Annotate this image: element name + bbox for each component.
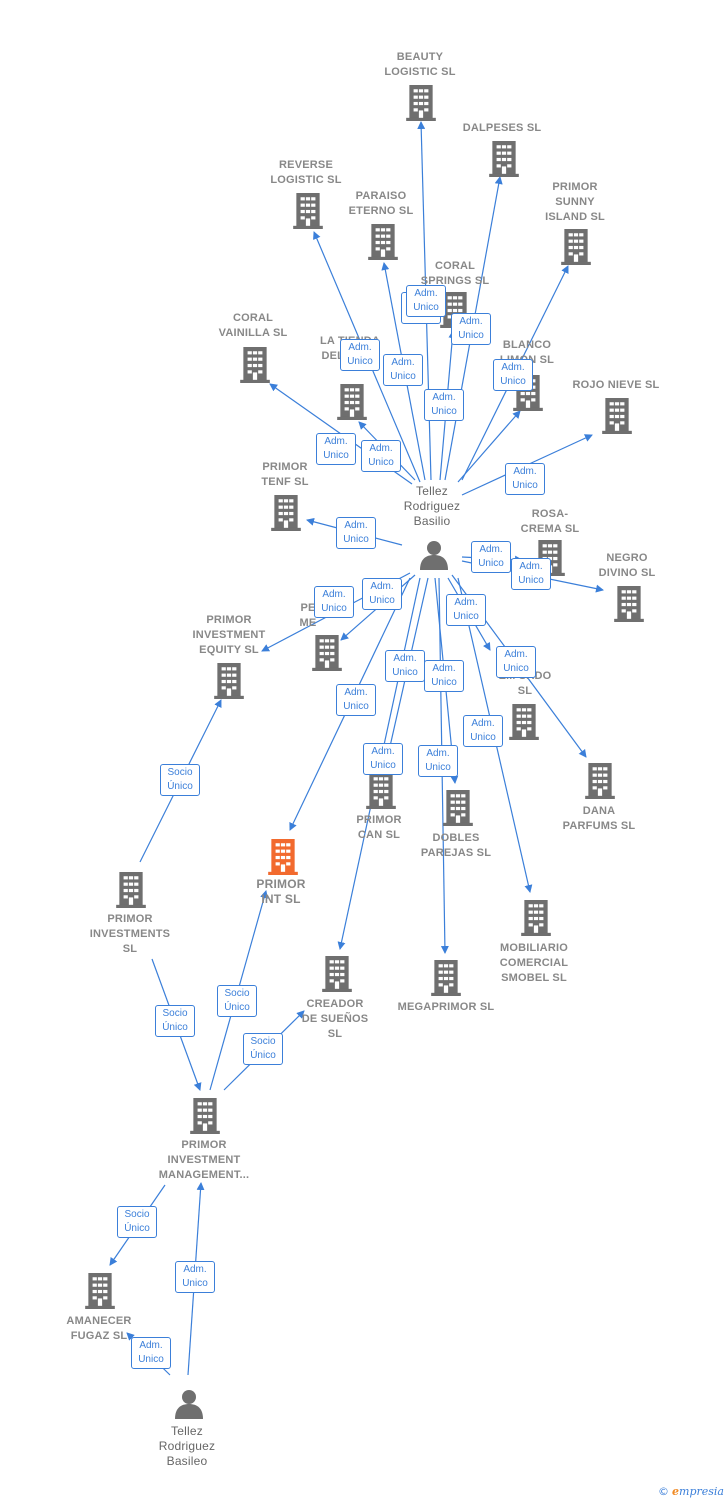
building-icon[interactable] [240, 347, 270, 383]
edge-label-adm-basilio-sunny[interactable]: Adm.Unico [451, 313, 491, 345]
building-icon[interactable] [431, 960, 461, 996]
building-icon[interactable] [190, 1098, 220, 1134]
node-label-int[interactable]: PRIMOR INT SL [256, 877, 306, 906]
node-label-negro[interactable]: NEGRO DIVINO SL [598, 552, 656, 579]
edge-label-adm-basilio-mobiliario[interactable]: Adm.Unico [463, 715, 503, 747]
edge-label-adm-basilio-int[interactable]: Adm.Unico [336, 684, 376, 716]
edge-label-adm-basilio-rosa[interactable]: Adm.Unico [471, 541, 511, 573]
person-icon[interactable] [175, 1390, 203, 1419]
node-label-mobiliario[interactable]: MOBILIARIO COMERCIAL SMOBEL SL [499, 942, 569, 984]
edge-label-adm-basileo-amanecer[interactable]: Adm.Unico [131, 1337, 171, 1369]
edge-label-adm-basilio-can[interactable]: Adm.Unico [385, 650, 425, 682]
building-icon[interactable] [406, 85, 436, 121]
building-icon[interactable] [322, 956, 352, 992]
building-icon[interactable] [521, 900, 551, 936]
building-icon[interactable] [293, 193, 323, 229]
building-icon[interactable] [443, 790, 473, 826]
edge-label-adm-basilio-creador[interactable]: Adm.Unico [363, 743, 403, 775]
node-label-creador[interactable]: CREADOR DE SUEÑOS SL [301, 998, 369, 1040]
node-label-reverse[interactable]: REVERSE LOGISTIC SL [270, 159, 342, 186]
building-icon[interactable] [368, 224, 398, 260]
edge-label-adm-basilio-blanco[interactable]: Adm.Unico [493, 359, 533, 391]
building-icon[interactable] [85, 1273, 115, 1309]
node-label-basileo[interactable]: Tellez Rodriguez Basileo [158, 1424, 216, 1468]
node-label-rojo[interactable]: ROJO NIEVE SL [572, 379, 660, 391]
building-icon[interactable] [509, 704, 539, 740]
building-icon[interactable] [614, 586, 644, 622]
empresia-logo: ©empresia [658, 1485, 724, 1498]
building-icon[interactable] [366, 773, 396, 809]
node-label-megaprimor[interactable]: MEGAPRIMOR SL [397, 1001, 495, 1013]
edge-basilio-to-blanco [457, 410, 521, 483]
edge-label-adm-basileo-management[interactable]: Adm.Unico [175, 1261, 215, 1293]
copyright-icon: © [658, 1485, 670, 1498]
node-label-investments[interactable]: PRIMOR INVESTMENTS SL [89, 913, 171, 955]
edge-label-adm-basilio-latienda[interactable]: Adm.Unico [361, 440, 401, 472]
building-icon[interactable] [214, 663, 244, 699]
edge-label-adm-basilio-tenf[interactable]: Adm.Unico [336, 517, 376, 549]
building-icon[interactable] [561, 229, 591, 265]
node-label-sunny[interactable]: PRIMOR SUNNY ISLAND SL [545, 181, 605, 223]
node-label-coralva[interactable]: CORAL VAINILLA SL [218, 312, 288, 339]
building-icon[interactable] [271, 495, 301, 531]
edge-label-adm-basilio-megaprimor[interactable]: Adm.Unico [418, 745, 458, 777]
edge-label-adm-basilio-coralsp[interactable]: Adm.Unico [424, 389, 464, 421]
node-label-equity[interactable]: PRIMOR INVESTMENT EQUITY SL [192, 614, 266, 656]
person-icon[interactable] [420, 541, 448, 570]
edge-label-adm-basilio-dalpeses[interactable]: Adm.Unico [406, 285, 446, 317]
building-icon[interactable] [116, 872, 146, 908]
edge-label-adm-basilio-rojo[interactable]: Adm.Unico [505, 463, 545, 495]
node-label-rosa[interactable]: ROSA- CREMA SL [520, 508, 580, 535]
building-icon[interactable] [489, 141, 519, 177]
edge-label-adm-basilio-emblanco[interactable]: Adm.Unico [446, 594, 486, 626]
node-label-beauty[interactable]: BEAUTY LOGISTIC SL [384, 51, 456, 78]
building-icon[interactable] [602, 398, 632, 434]
node-label-dobles[interactable]: DOBLES PAREJAS SL [420, 832, 492, 859]
node-label-coralsp[interactable]: CORAL SPRINGS SL [420, 260, 490, 287]
edge-label-adm-basilio-dobles[interactable]: Adm.Unico [424, 660, 464, 692]
edge-label-adm-basilio-paraiso[interactable]: Adm.Unico [383, 354, 423, 386]
edge-label-adm-basilio-reverse[interactable]: Adm.Unico [340, 339, 380, 371]
building-icon[interactable] [585, 763, 615, 799]
node-label-pemi[interactable]: PE ME [299, 602, 317, 629]
building-icon[interactable] [312, 635, 342, 671]
edge-label-adm-basilio-dana[interactable]: Adm.Unico [496, 646, 536, 678]
node-label-tenf[interactable]: PRIMOR TENF SL [261, 461, 309, 488]
node-label-basilio[interactable]: Tellez Rodriguez Basilio [403, 484, 461, 528]
building-icon[interactable] [337, 384, 367, 420]
node-label-paraiso[interactable]: PARAISO ETERNO SL [348, 190, 414, 217]
node-label-dana[interactable]: DANA PARFUMS SL [562, 805, 636, 832]
edges-layer [109, 121, 604, 1376]
node-label-dalpeses[interactable]: DALPESES SL [462, 122, 542, 134]
edge-label-adm-basilio-coralva[interactable]: Adm.Unico [316, 433, 356, 465]
node-label-amanecer[interactable]: AMANECER FUGAZ SL [66, 1315, 132, 1342]
node-label-can[interactable]: PRIMOR CAN SL [356, 814, 402, 841]
edge-label-adm-basilio-negro[interactable]: Adm.Unico [511, 558, 551, 590]
highlighted-building-icon[interactable] [268, 839, 298, 875]
edge-label-adm-basilio-equity[interactable]: Adm.Unico [314, 586, 354, 618]
edge-label-adm-basilio-pemi[interactable]: Adm.Unico [362, 578, 402, 610]
node-label-management[interactable]: PRIMOR INVESTMENT MANAGEMENT... [158, 1139, 250, 1181]
